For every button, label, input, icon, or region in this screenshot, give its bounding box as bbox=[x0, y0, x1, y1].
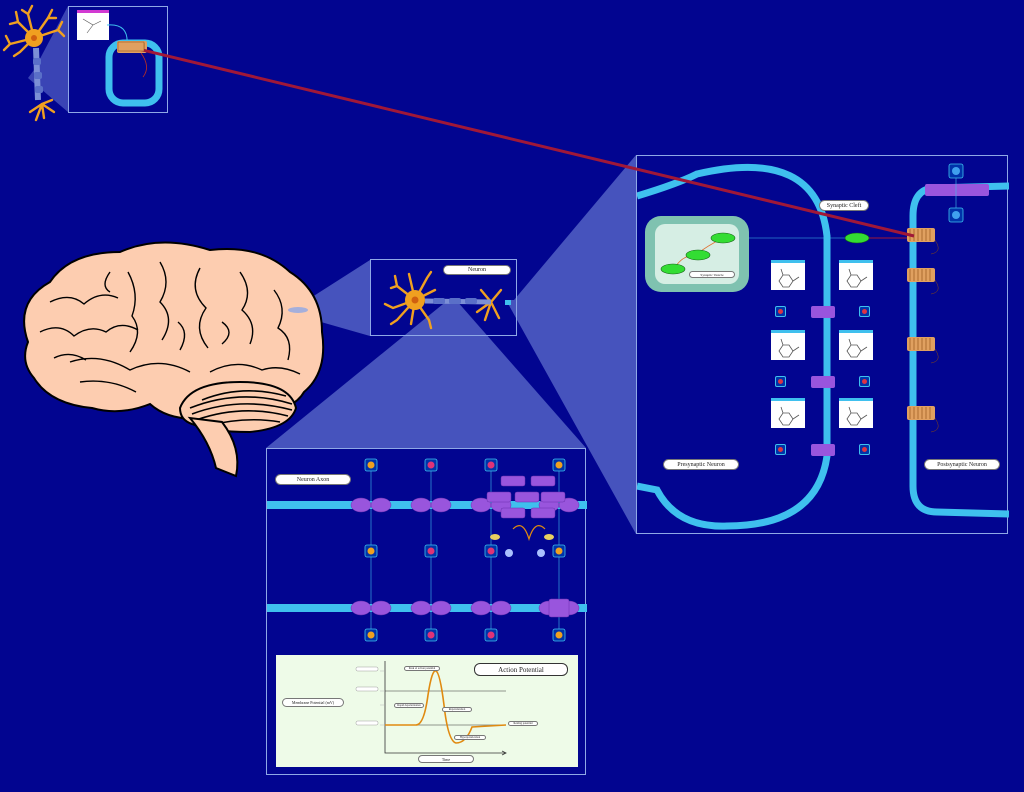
annotation-resting: Resting potential bbox=[508, 721, 538, 726]
postsynaptic-receptors bbox=[907, 228, 935, 420]
chart-title: Action Potential bbox=[474, 663, 568, 676]
synapse-panel: Synaptic Cleft Synaptic Vesicle Presynap… bbox=[636, 155, 1009, 534]
cerebrum bbox=[23, 241, 325, 423]
chart-y-label: Membrane Potential (mV) bbox=[282, 698, 344, 707]
neuron-panel: Neuron bbox=[370, 259, 517, 336]
ion-dot bbox=[367, 631, 375, 639]
transporter-protein bbox=[811, 376, 835, 388]
neurotransmitter bbox=[710, 232, 736, 244]
ion-marker bbox=[775, 444, 786, 455]
action-potential-curve bbox=[385, 670, 507, 744]
molecule-card bbox=[839, 260, 873, 290]
ion-dot bbox=[505, 549, 513, 557]
sodium-potassium-pump bbox=[486, 491, 512, 503]
mini-synapse-art bbox=[77, 10, 163, 107]
released-neurotransmitter bbox=[844, 232, 870, 244]
sodium-potassium-pump bbox=[500, 475, 526, 487]
ion-marker bbox=[775, 376, 786, 387]
atp-curve bbox=[512, 525, 546, 542]
action-potential-plot bbox=[355, 661, 507, 756]
atp-molecule bbox=[490, 534, 500, 540]
mini-neuron bbox=[2, 4, 66, 122]
postsynaptic-neuron-label: Postsynaptic Neuron bbox=[924, 459, 1000, 470]
zoom-cone-neuron-to-axon bbox=[266, 300, 586, 448]
ion-dot bbox=[367, 547, 375, 555]
sodium-potassium-pump bbox=[530, 475, 556, 487]
ion-marker bbox=[859, 376, 870, 387]
ion-channel bbox=[350, 497, 372, 513]
molecule-structure bbox=[778, 268, 800, 288]
axon-channels bbox=[267, 458, 587, 642]
ion-channel bbox=[430, 497, 452, 513]
ion-channel bbox=[470, 600, 492, 616]
ion-channel bbox=[410, 497, 432, 513]
molecule-structure bbox=[846, 338, 868, 358]
molecule-structure bbox=[778, 406, 800, 426]
molecule-card bbox=[839, 398, 873, 428]
synaptic-cleft-label: Synaptic Cleft bbox=[819, 200, 869, 211]
ion-dot bbox=[487, 547, 495, 555]
ion-channel bbox=[490, 600, 512, 616]
annotation-repolarization: Repolarization bbox=[442, 707, 472, 712]
ion-dot bbox=[367, 461, 375, 469]
neuron-illustration bbox=[383, 270, 511, 330]
action-potential-chart: Action Potential Membrane Potential (mV)… bbox=[276, 655, 578, 767]
ion-dot bbox=[555, 461, 563, 469]
annotation-hyperpolarization: Hyperpolarization bbox=[454, 735, 486, 740]
sodium-potassium-pump bbox=[500, 507, 526, 519]
ion-marker bbox=[859, 444, 870, 455]
sodium-potassium-pump bbox=[548, 598, 570, 618]
transporter-protein bbox=[811, 306, 835, 318]
chart-x-label: Time bbox=[418, 755, 474, 763]
molecule-card bbox=[771, 260, 805, 290]
ion-channel bbox=[350, 600, 372, 616]
ion-marker bbox=[775, 306, 786, 317]
brain-stem bbox=[187, 416, 239, 478]
ion-channel bbox=[370, 497, 392, 513]
sodium-potassium-pump bbox=[514, 491, 540, 503]
ion-channel bbox=[410, 600, 432, 616]
molecule-structure bbox=[846, 268, 868, 288]
ion-channel bbox=[370, 600, 392, 616]
synaptic-vesicle-label: Synaptic Vesicle bbox=[689, 271, 735, 278]
ion-dot bbox=[555, 547, 563, 555]
ion-dot bbox=[427, 461, 435, 469]
axon-panel: Neuron Axon Action Potential Membrane Po… bbox=[266, 448, 587, 775]
neurotransmitter bbox=[685, 249, 711, 261]
ion-dot bbox=[555, 631, 563, 639]
ion-dot bbox=[487, 461, 495, 469]
atp-molecule bbox=[544, 534, 554, 540]
brain-illustration bbox=[23, 241, 325, 478]
sodium-potassium-pump bbox=[530, 507, 556, 519]
molecule-structure bbox=[778, 338, 800, 358]
annotation-depolarization: Rapid depolarization bbox=[394, 703, 424, 708]
molecule-card bbox=[771, 330, 805, 360]
ion-dot bbox=[537, 549, 545, 557]
synapse-art bbox=[637, 163, 1009, 530]
neuron-label: Neuron bbox=[443, 265, 511, 275]
ion-marker bbox=[859, 306, 870, 317]
transporter-protein bbox=[811, 444, 835, 456]
molecule-card bbox=[771, 398, 805, 428]
mini-synapse-panel bbox=[68, 6, 168, 113]
ion-dot bbox=[487, 631, 495, 639]
neurotransmitter bbox=[660, 263, 686, 275]
presynaptic-neuron-label: Presynaptic Neuron bbox=[663, 459, 739, 470]
ion-dot bbox=[427, 547, 435, 555]
zoom-cone-neuron-to-synapse bbox=[506, 155, 636, 534]
ion-channel bbox=[430, 600, 452, 616]
annotation-peak: Peak of action potential bbox=[404, 666, 440, 671]
neuron-axon-label: Neuron Axon bbox=[275, 474, 351, 485]
sodium-potassium-pump bbox=[540, 491, 566, 503]
molecule-card bbox=[839, 330, 873, 360]
molecule-structure bbox=[846, 406, 868, 426]
ion-dot bbox=[427, 631, 435, 639]
